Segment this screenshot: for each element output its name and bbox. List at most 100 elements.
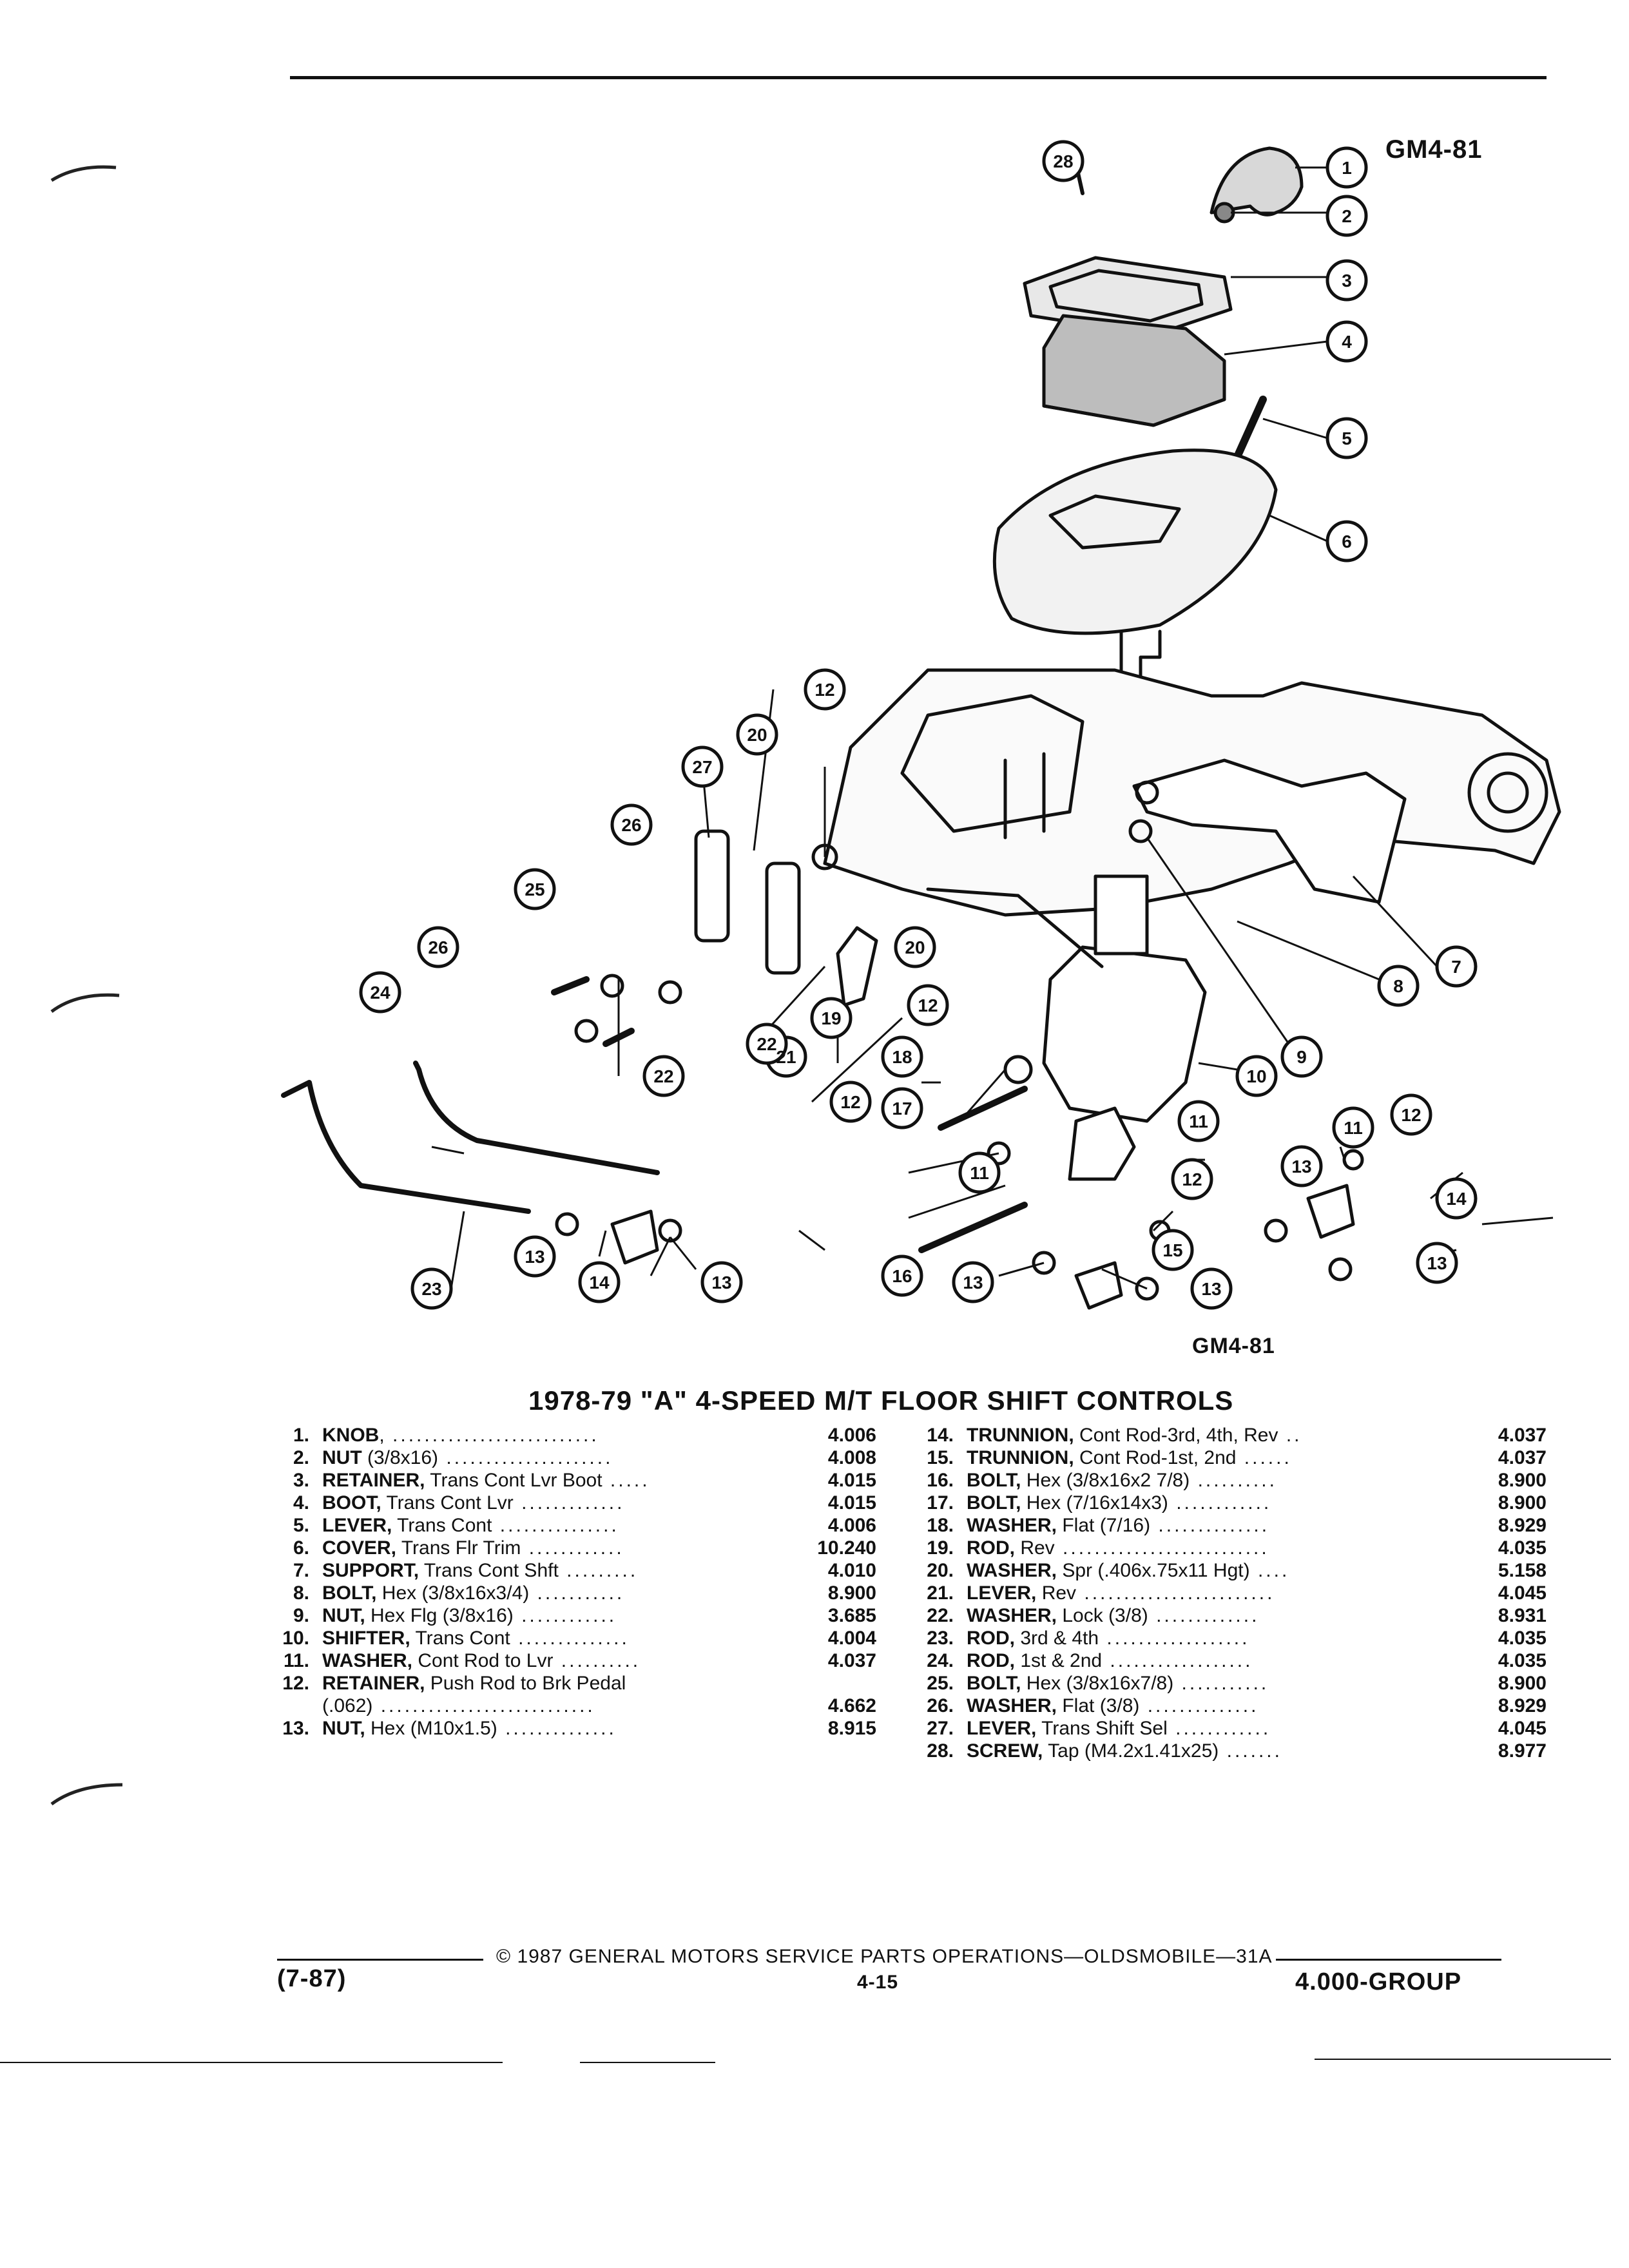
list-item: 21.LEVER, Rev ........................4.… xyxy=(927,1582,1547,1604)
svg-text:22: 22 xyxy=(653,1066,673,1086)
list-item: 9.NUT, Hex Flg (3/8x16) ............3.68… xyxy=(293,1605,876,1626)
list-item: 13.NUT, Hex (M10x1.5) ..............8.91… xyxy=(282,1718,876,1739)
rod-3rd-4th-drawing xyxy=(281,1080,531,1214)
boot-drawing xyxy=(1042,314,1226,427)
list-item: 7.SUPPORT, Trans Cont Shft .........4.01… xyxy=(293,1560,876,1581)
page-number: 4-15 xyxy=(857,1972,899,1993)
list-item: 28.SCREW, Tap (M4.2x1.41x25) .......8.97… xyxy=(927,1740,1547,1762)
svg-text:10: 10 xyxy=(1246,1066,1266,1086)
copyright-line: © 1987 GENERAL MOTORS SERVICE PARTS OPER… xyxy=(496,1946,1273,1967)
svg-text:20: 20 xyxy=(747,725,767,745)
list-item: 1.KNOB, ..........................4.006 xyxy=(293,1425,876,1446)
list-item: 26.WASHER, Flat (3/8) ..............8.92… xyxy=(927,1695,1547,1716)
list-item: 18.WASHER, Flat (7/16) ..............8.9… xyxy=(927,1515,1547,1536)
svg-text:13: 13 xyxy=(1427,1253,1447,1273)
nut-13b xyxy=(658,1218,682,1243)
svg-text:19: 19 xyxy=(821,1008,841,1028)
svg-text:13: 13 xyxy=(963,1273,983,1293)
list-item: 5.LEVER, Trans Cont ...............4.006 xyxy=(293,1515,876,1536)
list-item: 2.NUT (3/8x16) .....................4.00… xyxy=(293,1447,876,1468)
svg-text:12: 12 xyxy=(815,680,834,700)
svg-text:15: 15 xyxy=(1162,1240,1182,1260)
svg-text:5: 5 xyxy=(1342,428,1352,448)
list-item: 6.COVER, Trans Flr Trim ............10.2… xyxy=(293,1537,876,1559)
list-item: (.062) ...........................4.662 xyxy=(322,1695,876,1716)
svg-text:14: 14 xyxy=(589,1273,610,1293)
svg-text:11: 11 xyxy=(970,1163,989,1183)
knob-drawing xyxy=(1210,146,1304,224)
figure-code-bottom: GM4-81 xyxy=(1192,1334,1275,1358)
list-item: 17.BOLT, Hex (7/16x14x3) ............8.9… xyxy=(927,1492,1547,1514)
callout-circles xyxy=(359,140,1478,1310)
washer-22a xyxy=(600,974,624,998)
svg-text:12: 12 xyxy=(918,995,938,1015)
bottom-scan-line-mid xyxy=(580,2062,715,2063)
svg-text:25: 25 xyxy=(525,879,545,899)
list-item: 11.WASHER, Cont Rod to Lvr ..........4.0… xyxy=(283,1650,876,1671)
trunnion-right-drawing xyxy=(1306,1184,1355,1239)
nut-9 xyxy=(1128,819,1153,843)
binder-mark-middle xyxy=(50,993,120,1014)
washer-18 xyxy=(1003,1055,1033,1084)
trunnion-left-drawing xyxy=(610,1209,659,1265)
reverse-rod-drawing xyxy=(926,887,1104,968)
svg-text:24: 24 xyxy=(370,983,390,1003)
list-item: 3.RETAINER, Trans Cont Lvr Boot .....4.0… xyxy=(293,1470,876,1491)
nut-13d xyxy=(1135,1276,1159,1301)
list-item: 24.ROD, 1st & 2nd ..................4.03… xyxy=(927,1650,1547,1671)
parts-list-right: 14.TRUNNION, Cont Rod-3rd, 4th, Rev ..4.… xyxy=(902,1424,1547,1762)
svg-text:13: 13 xyxy=(1201,1279,1221,1299)
bottom-scan-line-right xyxy=(1315,2059,1611,2060)
list-item: 10.SHIFTER, Trans Cont ..............4.0… xyxy=(282,1628,876,1649)
svg-text:13: 13 xyxy=(711,1273,731,1293)
list-item: 20.WASHER, Spr (.406x.75x11 Hgt) ....5.1… xyxy=(927,1560,1547,1581)
bolt-16-drawing xyxy=(918,1202,1028,1253)
svg-text:9: 9 xyxy=(1296,1047,1307,1067)
shift-sel-lever-a xyxy=(694,829,730,943)
list-item: 16.BOLT, Hex (3/8x16x2 7/8) ..........8.… xyxy=(927,1470,1547,1491)
group-label: 4.000-GROUP xyxy=(1295,1968,1462,1995)
binder-mark-top xyxy=(50,165,117,182)
shifter-drawing xyxy=(1042,874,1207,1181)
page-title: 1978-79 "A" 4-SPEED M/T FLOOR SHIFT CONT… xyxy=(528,1385,1234,1416)
svg-text:4: 4 xyxy=(1342,332,1352,352)
cover-drawing xyxy=(992,448,1278,698)
svg-text:20: 20 xyxy=(905,937,925,957)
footer-rule-right xyxy=(1276,1959,1501,1961)
shift-sel-lever-b xyxy=(765,861,801,975)
bottom-scan-line-left xyxy=(0,2062,503,2063)
list-item: 14.TRUNNION, Cont Rod-3rd, 4th, Rev ..4.… xyxy=(927,1425,1547,1446)
svg-text:14: 14 xyxy=(1446,1189,1467,1209)
parts-list-left: 1.KNOB, ..........................4.006 … xyxy=(258,1424,876,1740)
svg-text:11: 11 xyxy=(1189,1111,1208,1131)
list-item: 12.RETAINER, Push Rod to Brk Pedal xyxy=(282,1673,626,1694)
svg-text:7: 7 xyxy=(1451,957,1461,977)
nut-13e xyxy=(1264,1218,1288,1243)
washer-22b xyxy=(658,980,682,1004)
svg-text:23: 23 xyxy=(421,1279,441,1299)
bolt-17-drawing xyxy=(938,1086,1028,1131)
list-item: 8.BOLT, Hex (3/8x16x3/4) ...........8.90… xyxy=(293,1582,876,1604)
trunnion-mid-drawing xyxy=(1074,1261,1123,1310)
reverse-lever-drawing xyxy=(836,926,878,1007)
list-item: 19.ROD, Rev ..........................4.… xyxy=(927,1537,1547,1559)
svg-text:22: 22 xyxy=(757,1034,776,1054)
washer-11a xyxy=(987,1141,1011,1166)
binder-marks xyxy=(50,165,123,1806)
svg-text:6: 6 xyxy=(1342,532,1352,552)
list-item: 4.BOOT, Trans Cont Lvr .............4.01… xyxy=(293,1492,876,1514)
svg-text:8: 8 xyxy=(1393,976,1403,996)
nut-13c xyxy=(1032,1251,1056,1275)
rod-1st-2nd-drawing xyxy=(413,1061,660,1175)
svg-text:26: 26 xyxy=(621,815,641,835)
list-item: 23.ROD, 3rd & 4th ..................4.03… xyxy=(927,1628,1547,1649)
list-item: 22.WASHER, Lock (3/8) .............8.931 xyxy=(927,1605,1547,1626)
svg-text:28: 28 xyxy=(1053,151,1073,171)
washer-26 xyxy=(574,1019,599,1043)
svg-text:16: 16 xyxy=(892,1266,912,1286)
support-bracket-drawing xyxy=(1132,758,1407,904)
list-item: 15.TRUNNION, Cont Rod-1st, 2nd ......4.0… xyxy=(927,1447,1547,1468)
footer-rule-left xyxy=(277,1959,483,1961)
svg-text:18: 18 xyxy=(892,1047,912,1067)
